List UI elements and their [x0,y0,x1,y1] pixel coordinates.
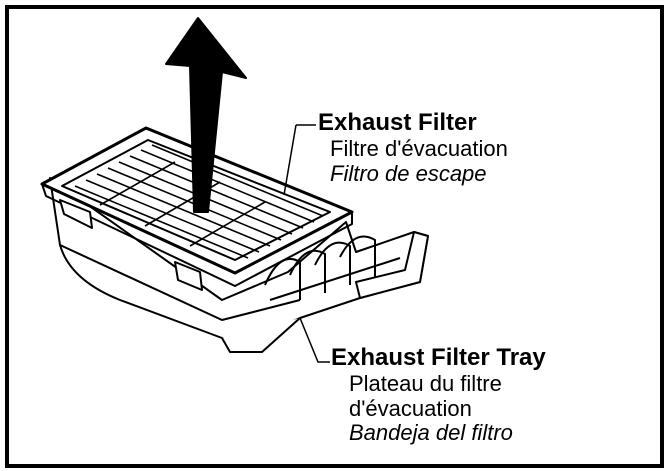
filter-pleat [85,179,260,253]
filter-pleat [74,185,249,259]
exhaust-filter-tray-spanish: Bandeja del filtro [349,420,513,446]
filter-cross-rib [99,161,176,206]
exhaust-filter-tray-french-line2: d'évacuation [349,395,472,421]
tray-floor-edge [59,244,301,321]
exhaust-filter-title: Exhaust Filter [318,109,477,136]
tray-rib [289,249,326,293]
tray-leader-line [299,317,330,363]
exhaust-filter-label: Exhaust Filter Filtre d'évacuation Filtr… [318,109,508,186]
tray-rib [339,235,376,278]
filter-pleat [96,173,271,247]
exhaust-filter-french: Filtre d'évacuation [330,135,508,161]
filter-leader-line [283,124,316,196]
filter-pleat [140,149,315,223]
lift-up-arrow-icon [165,17,247,213]
exhaust-filter-tray-french-line1: Plateau du filtre [349,370,502,396]
tray-clip [59,199,93,229]
filter-cross-rib [189,201,266,247]
exhaust-filter-tray-label: Exhaust Filter Tray Plateau du filtre d'… [331,344,546,446]
tray-handle-right [355,231,429,299]
filter-pleat [151,144,324,217]
tray-front-lip [221,317,301,353]
tray-rib [269,257,401,301]
tray-rib [314,241,351,285]
exhaust-filter-spanish: Filtro de escape [330,160,487,186]
filter-pleat [129,155,304,229]
exhaust-filter-tray-title: Exhaust Filter Tray [331,344,546,371]
filter-frame-side [41,183,353,287]
tray-clip [174,261,203,291]
filter-frame-inner [61,139,331,261]
